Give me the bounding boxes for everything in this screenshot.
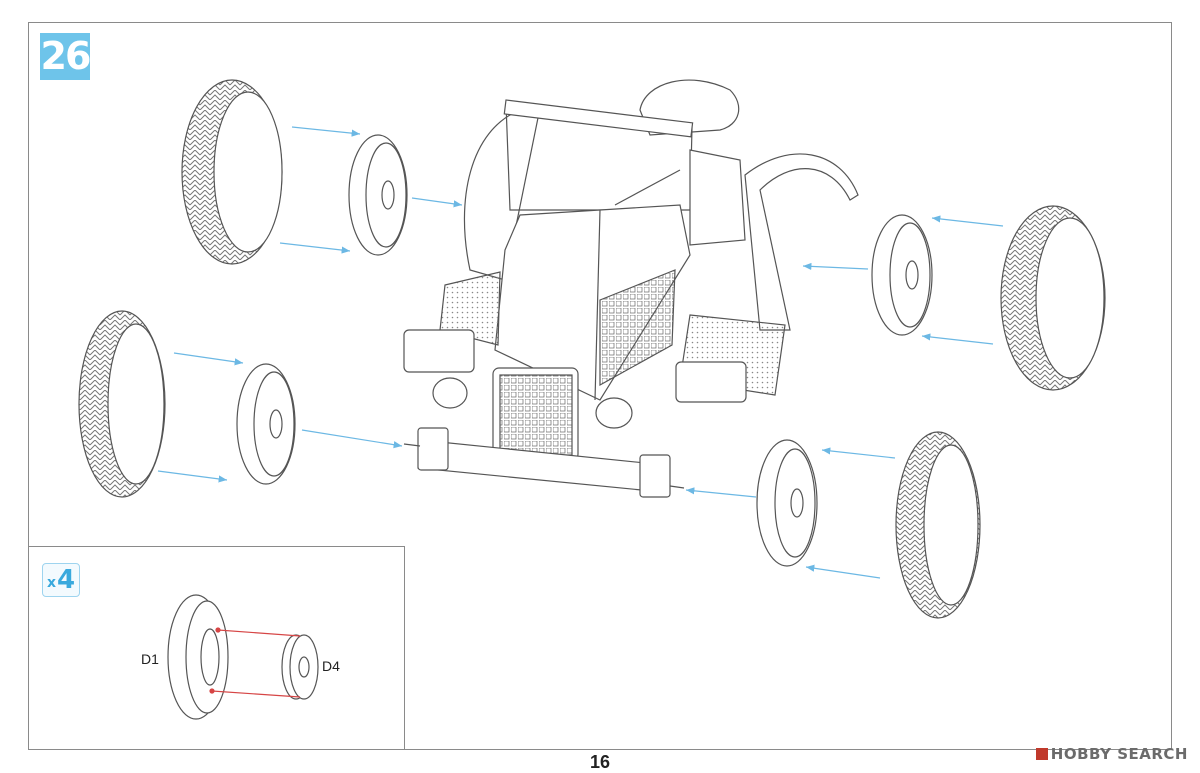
tractor-body [403, 79, 859, 498]
front-right-rim [756, 439, 818, 567]
right-rear-fender [744, 153, 859, 331]
arrow [821, 447, 896, 459]
rear-left-rim [348, 134, 408, 256]
front-left-rim [236, 363, 296, 485]
arrow [279, 242, 351, 254]
quantity-number: 4 [57, 565, 76, 595]
front-left-tire [78, 310, 166, 498]
arrow [805, 564, 881, 579]
arrow [931, 215, 1004, 227]
windshield-top-bar [503, 99, 694, 138]
quantity-badge: x 4 [42, 563, 80, 597]
right-headlight [595, 397, 633, 429]
arrow [291, 126, 361, 137]
side-grille [599, 269, 676, 387]
step-number-badge: 26 [40, 33, 91, 80]
hub-d4 [281, 634, 319, 700]
front-right-tire [895, 431, 981, 619]
watermark-logo-icon [1035, 748, 1048, 760]
rear-right-rim [871, 214, 933, 336]
left-fender-lamp-bracket [403, 329, 475, 373]
rear-right-tire [1000, 205, 1106, 391]
watermark-text: HOBBY SEARCH [1050, 745, 1188, 763]
left-headlight [432, 377, 468, 409]
part-label-d4: D4 [322, 658, 340, 674]
left-footstep [439, 271, 501, 346]
hood [494, 204, 691, 401]
arrow [173, 352, 244, 366]
left-steering-knuckle [417, 427, 449, 471]
quantity-prefix: x [47, 575, 57, 591]
rear-left-tire [181, 79, 283, 265]
assembly-arrows [157, 126, 1004, 579]
watermark: HOBBY SEARCH [1035, 745, 1188, 763]
arrow [157, 470, 228, 483]
dash-panel [689, 149, 746, 246]
page-number: 16 [589, 752, 611, 772]
wheel-d1 [167, 594, 229, 720]
arrow [301, 429, 403, 449]
right-fender-lamp-bracket [675, 361, 747, 403]
detail-guide-lines [209, 627, 301, 698]
right-steering-knuckle [639, 454, 671, 498]
arrow [411, 197, 463, 208]
arrow [921, 333, 994, 345]
wiper [614, 169, 681, 206]
arrow [685, 487, 757, 498]
arrow [802, 262, 869, 270]
part-label-d1: D1 [141, 651, 159, 667]
instruction-frame [28, 22, 1172, 750]
